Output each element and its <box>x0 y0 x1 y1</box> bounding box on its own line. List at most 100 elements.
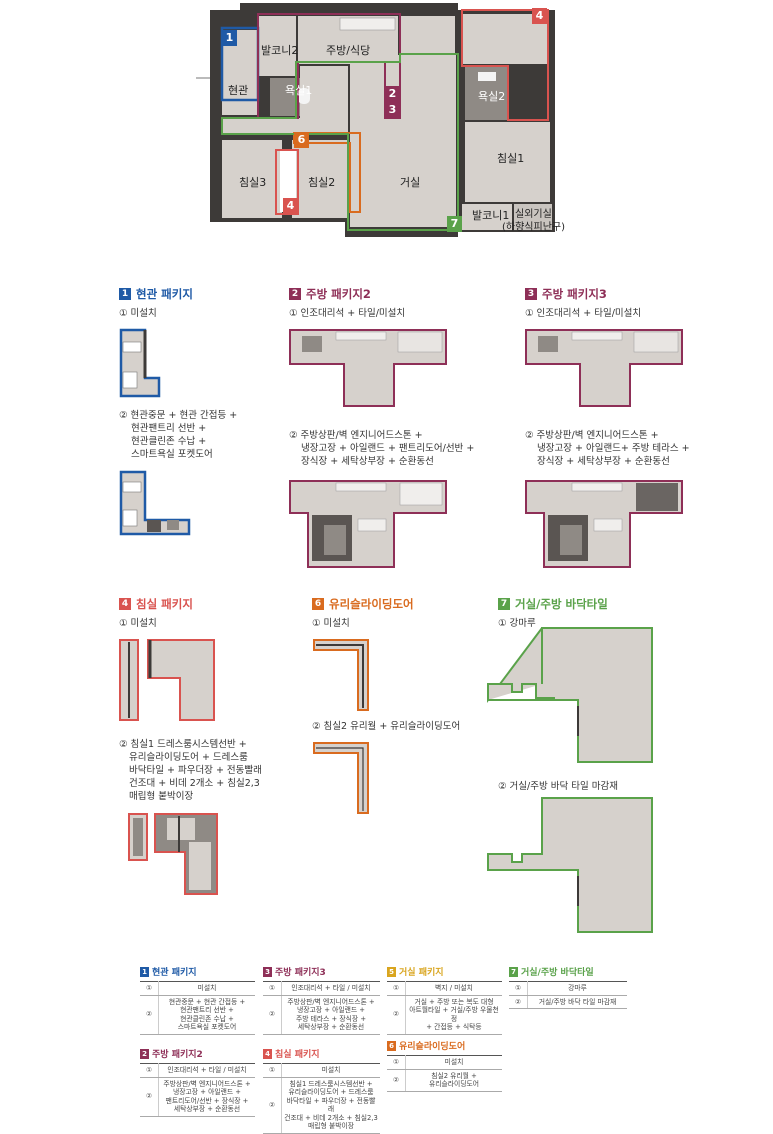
pkg6-opt2: ② 침실2 유리월 + 유리슬라이딩도어 <box>312 721 461 732</box>
room-label-outdoor-unit-sub: (하향식피난구) <box>502 222 566 233</box>
floor-living <box>350 55 456 227</box>
row-text: 미설치 <box>405 1055 502 1070</box>
pkg3-opt2-line: ② 주방상판/벽 엔지니어드스톤 + <box>525 430 659 441</box>
row-text-line: 현관중문 + 현관 간접등 + <box>168 997 246 1006</box>
table-row: ② 현관중문 + 현관 간접등 + 현관팬트리 선반 + 현관클린존 수납 + … <box>140 994 255 1035</box>
table-row: ② 침실1 드레스룸시스템선반 + 유리슬라이딩도어 + 드레스룸 바닥타일 +… <box>263 1076 380 1134</box>
pkg2-title-text: 주방 패키지2 <box>306 287 371 301</box>
row-text-line: 침실1 드레스룸시스템선반 + <box>289 1079 373 1088</box>
row-text-line: 스마트욕실 포켓도어 <box>177 1023 237 1031</box>
floor-outdoor-unit <box>514 204 552 230</box>
pkg3-opt2-thumb <box>525 480 683 568</box>
pkg1-opt1: ① 미설치 <box>119 308 157 319</box>
summary-title-text: 현관 패키지 <box>152 968 197 978</box>
room-label-bedroom1: 침실1 <box>497 152 525 165</box>
row-number: ① <box>387 1055 406 1070</box>
floor-bedroom3 <box>222 140 282 218</box>
plan-tag-4a-bg <box>532 8 547 24</box>
pkg7-opt1-thumb <box>487 627 653 763</box>
room-label-bath1: 욕실1 <box>285 84 313 97</box>
summary-title-text: 주방 패키지2 <box>152 1050 203 1060</box>
pkg3-opt2: ② 주방상판/벽 엔지니어드스톤 + 냉장고장 + 아일랜드+ 주방 테라스 +… <box>525 429 690 468</box>
row-number: ① <box>140 1063 159 1078</box>
row-number: ② <box>263 994 282 1035</box>
summary-table-1-title: 1 현관 패키지 <box>140 965 255 978</box>
summary-title-text: 침실 패키지 <box>275 1050 320 1060</box>
row-number: ② <box>387 1068 406 1092</box>
pkg2-opt2: ② 주방상판/벽 엔지니어드스톤 + 냉장고장 + 아일랜드 + 팬트리도어/선… <box>289 429 474 468</box>
row-text: 현관중문 + 현관 간접등 + 현관팬트리 선반 + 현관클린존 수납 + 스마… <box>158 994 255 1035</box>
room-label-bedroom2: 침실2 <box>308 176 336 189</box>
summary-table-7-title: 7 거실/주방 바닥타일 <box>509 965 627 978</box>
row-text-line: 세탁상부장 + 순환동선 <box>297 1023 365 1031</box>
row-text-line: 아트월타일 + 거실/주방 우물천정 <box>409 1006 499 1023</box>
row-number: ① <box>387 981 406 996</box>
room-label-living: 거실 <box>400 176 421 189</box>
row-text-line: 유리슬라이딩도어 <box>428 1080 480 1088</box>
pkg3-opt1: ① 인조대리석 + 타일/미설치 <box>525 308 642 319</box>
row-text: 인조대리석 + 타일 / 미설치 <box>281 981 380 996</box>
summary-badge: 7 <box>509 966 518 977</box>
pkg6-opt1-thumb <box>313 639 369 711</box>
pkg2-opt2-line: ② 주방상판/벽 엔지니어드스톤 + <box>289 430 423 441</box>
row-text: 거실/주방 바닥 타일 마감재 <box>527 994 627 1009</box>
kitchen-counter <box>339 17 396 31</box>
pkg3-title: 3 주방 패키지3 <box>525 286 607 302</box>
pkg6-title: 6 유리슬라이딩도어 <box>312 596 414 612</box>
pkg2-badge: 2 <box>289 288 301 300</box>
row-text-line: 주방 테라스 + 장식장 + <box>295 1014 367 1023</box>
pkg4-title-text: 침실 패키지 <box>136 597 193 611</box>
room-label-entrance: 현관 <box>228 84 249 97</box>
row-number: ① <box>509 981 528 996</box>
pkg6-opt1: ① 미설치 <box>312 618 350 629</box>
toilet <box>298 88 310 104</box>
summary-title-text: 유리슬라이딩도어 <box>399 1042 466 1052</box>
room-label-kitchen: 주방/식당 <box>326 44 371 57</box>
pkg2-opt1: ① 인조대리석 + 타일/미설치 <box>289 308 406 319</box>
plan-tag-3-bg <box>385 102 400 118</box>
floor-closet4 <box>280 150 296 212</box>
summary-badge: 3 <box>263 966 272 977</box>
table-row: ② 침실2 유리월 + 유리슬라이딩도어 <box>387 1068 502 1092</box>
pkg4-opt1-thumb <box>119 639 215 721</box>
row-text-line: 건조대 + 비데 2개소 + 침실2,3 <box>284 1113 378 1122</box>
pkg3-title-text: 주방 패키지3 <box>542 287 607 301</box>
pkg1-badge: 1 <box>119 288 131 300</box>
table-row: ② 주방상판/벽 엔지니어드스톤 + 냉장고장 + 아일랜드 + 팬트리도어/선… <box>140 1076 255 1117</box>
row-text: 미설치 <box>158 981 255 996</box>
summary-badge: 4 <box>263 1048 272 1059</box>
plan-tag-6-bg <box>294 132 309 148</box>
main-floor-plan <box>196 3 555 237</box>
row-text: 인조대리석 + 타일 / 미설치 <box>158 1063 255 1078</box>
summary-table-6-title: 6 유리슬라이딩도어 <box>387 1039 502 1052</box>
row-number: ② <box>509 994 528 1009</box>
pkg6-badge: 6 <box>312 598 324 610</box>
summary-badge: 6 <box>387 1040 396 1051</box>
table-row: ② 거실 + 주방 또는 복도 대형 아트월타일 + 거실/주방 우물천정 + … <box>387 994 502 1035</box>
row-number: ② <box>387 994 406 1035</box>
row-text: 벽지 / 미설치 <box>405 981 502 996</box>
row-number: ② <box>140 1076 159 1117</box>
row-text-line: 주방상판/벽 엔지니어드스톤 + <box>163 1079 251 1088</box>
room-label-outdoor-unit: 실외기실 <box>515 209 552 220</box>
row-text-line: 침실2 유리월 + <box>431 1071 477 1080</box>
row-text-line: 거실 + 주방 또는 복도 대형 <box>414 997 494 1006</box>
pkg4-opt2-line: ② 침실1 드레스룸시스템선반 + <box>119 739 247 750</box>
row-text: 침실1 드레스룸시스템선반 + 유리슬라이딩도어 + 드레스룸 바닥타일 + 파… <box>281 1076 380 1134</box>
